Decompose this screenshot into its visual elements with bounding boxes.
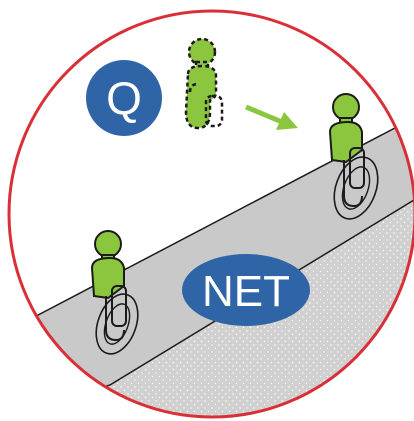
upper-figure-icon [328, 93, 379, 220]
net-badge-label: NET [202, 267, 290, 316]
frame-ring [7, 9, 414, 419]
moving-figure-icon [184, 37, 224, 130]
net-badge: NET [182, 254, 310, 326]
lower-figure-icon [90, 230, 139, 355]
q-badge: Q [86, 60, 162, 136]
lower-anchor-ring-outer [95, 293, 139, 355]
upper-anchor-ring-outer [333, 156, 379, 220]
q-badge-label: Q [106, 72, 142, 124]
arrow-icon [245, 104, 298, 130]
